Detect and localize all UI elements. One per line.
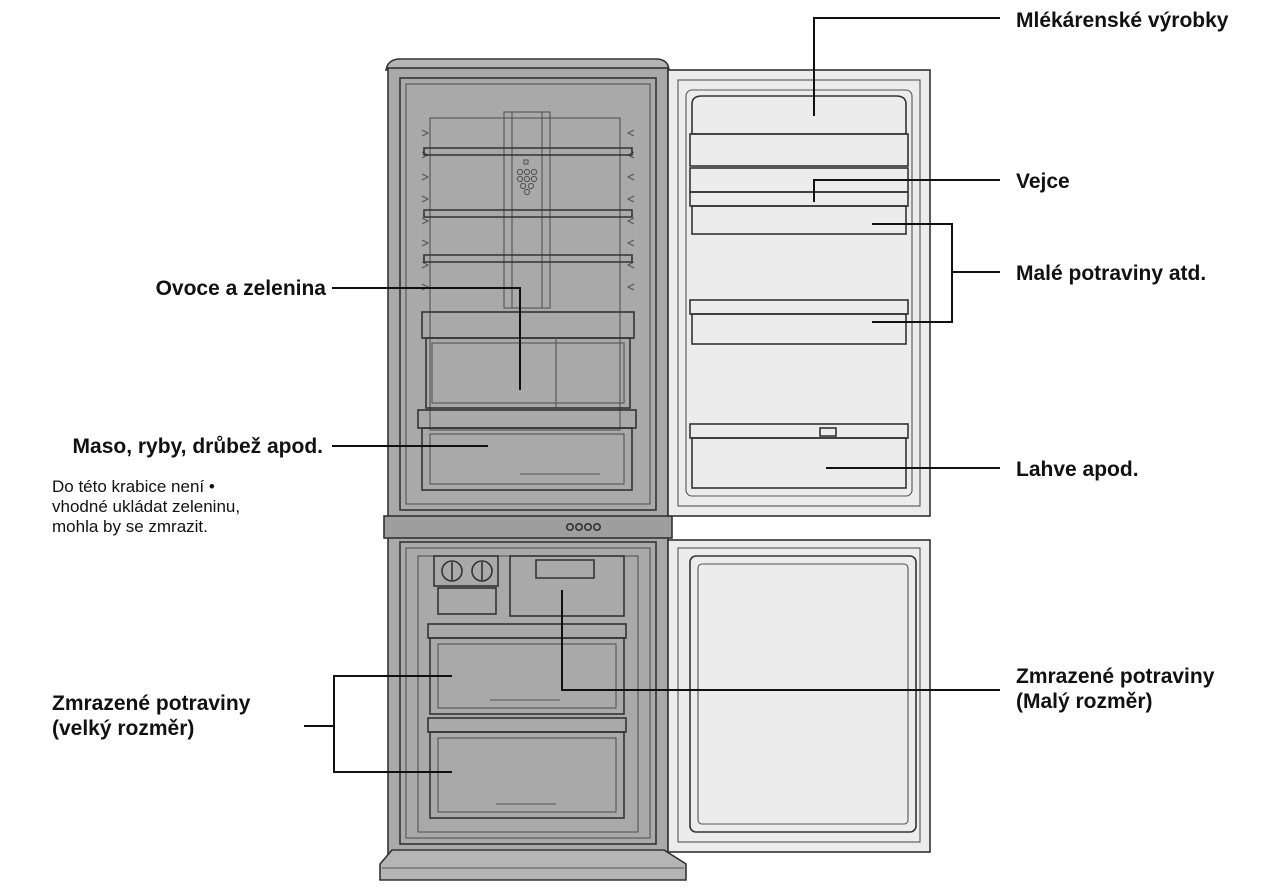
door-bin-2	[689, 299, 909, 345]
labels: Mlékárenské výrobky Vejce Malé potraviny…	[52, 9, 1229, 740]
label-frozen-large-line2: (velký rozměr)	[52, 717, 194, 740]
label-frozen-small-line1: Zmrazené potraviny	[1016, 665, 1215, 688]
dairy-compartment	[689, 95, 909, 167]
label-frozen-large-line1: Zmrazené potraviny	[52, 692, 251, 715]
freezer-door	[667, 539, 931, 853]
ice-maker	[433, 555, 499, 615]
label-frozen-small-line2: (Malý rozměr)	[1016, 690, 1153, 713]
door-bin-1	[689, 191, 909, 235]
label-eggs: Vejce	[1016, 170, 1070, 193]
fridge-cabinet	[379, 58, 687, 881]
label-meat-fish: Maso, ryby, drůbež apod.	[73, 435, 323, 458]
label-small-food: Malé potraviny atd.	[1016, 262, 1206, 285]
glass-shelves	[423, 147, 633, 263]
small-freezer-box	[509, 555, 625, 617]
note-line1: Do této krabice není •	[52, 477, 215, 496]
note-line3: mohla by se zmrazit.	[52, 517, 208, 536]
leader-lines	[304, 17, 1000, 773]
label-bottles: Lahve apod.	[1016, 458, 1139, 481]
vent-holes	[516, 159, 538, 196]
bottle-shelf	[689, 423, 909, 489]
fridge-door	[667, 69, 931, 517]
freezer-drawer-2	[427, 717, 627, 819]
label-dairy: Mlékárenské výrobky	[1016, 9, 1229, 32]
vegetable-crisper	[421, 311, 635, 409]
control-buttons	[565, 522, 601, 531]
label-fruit-veg: Ovoce a zelenina	[156, 277, 327, 300]
note-line2: vhodné ukládat zeleninu,	[52, 497, 240, 516]
chiller-drawer	[417, 409, 637, 491]
